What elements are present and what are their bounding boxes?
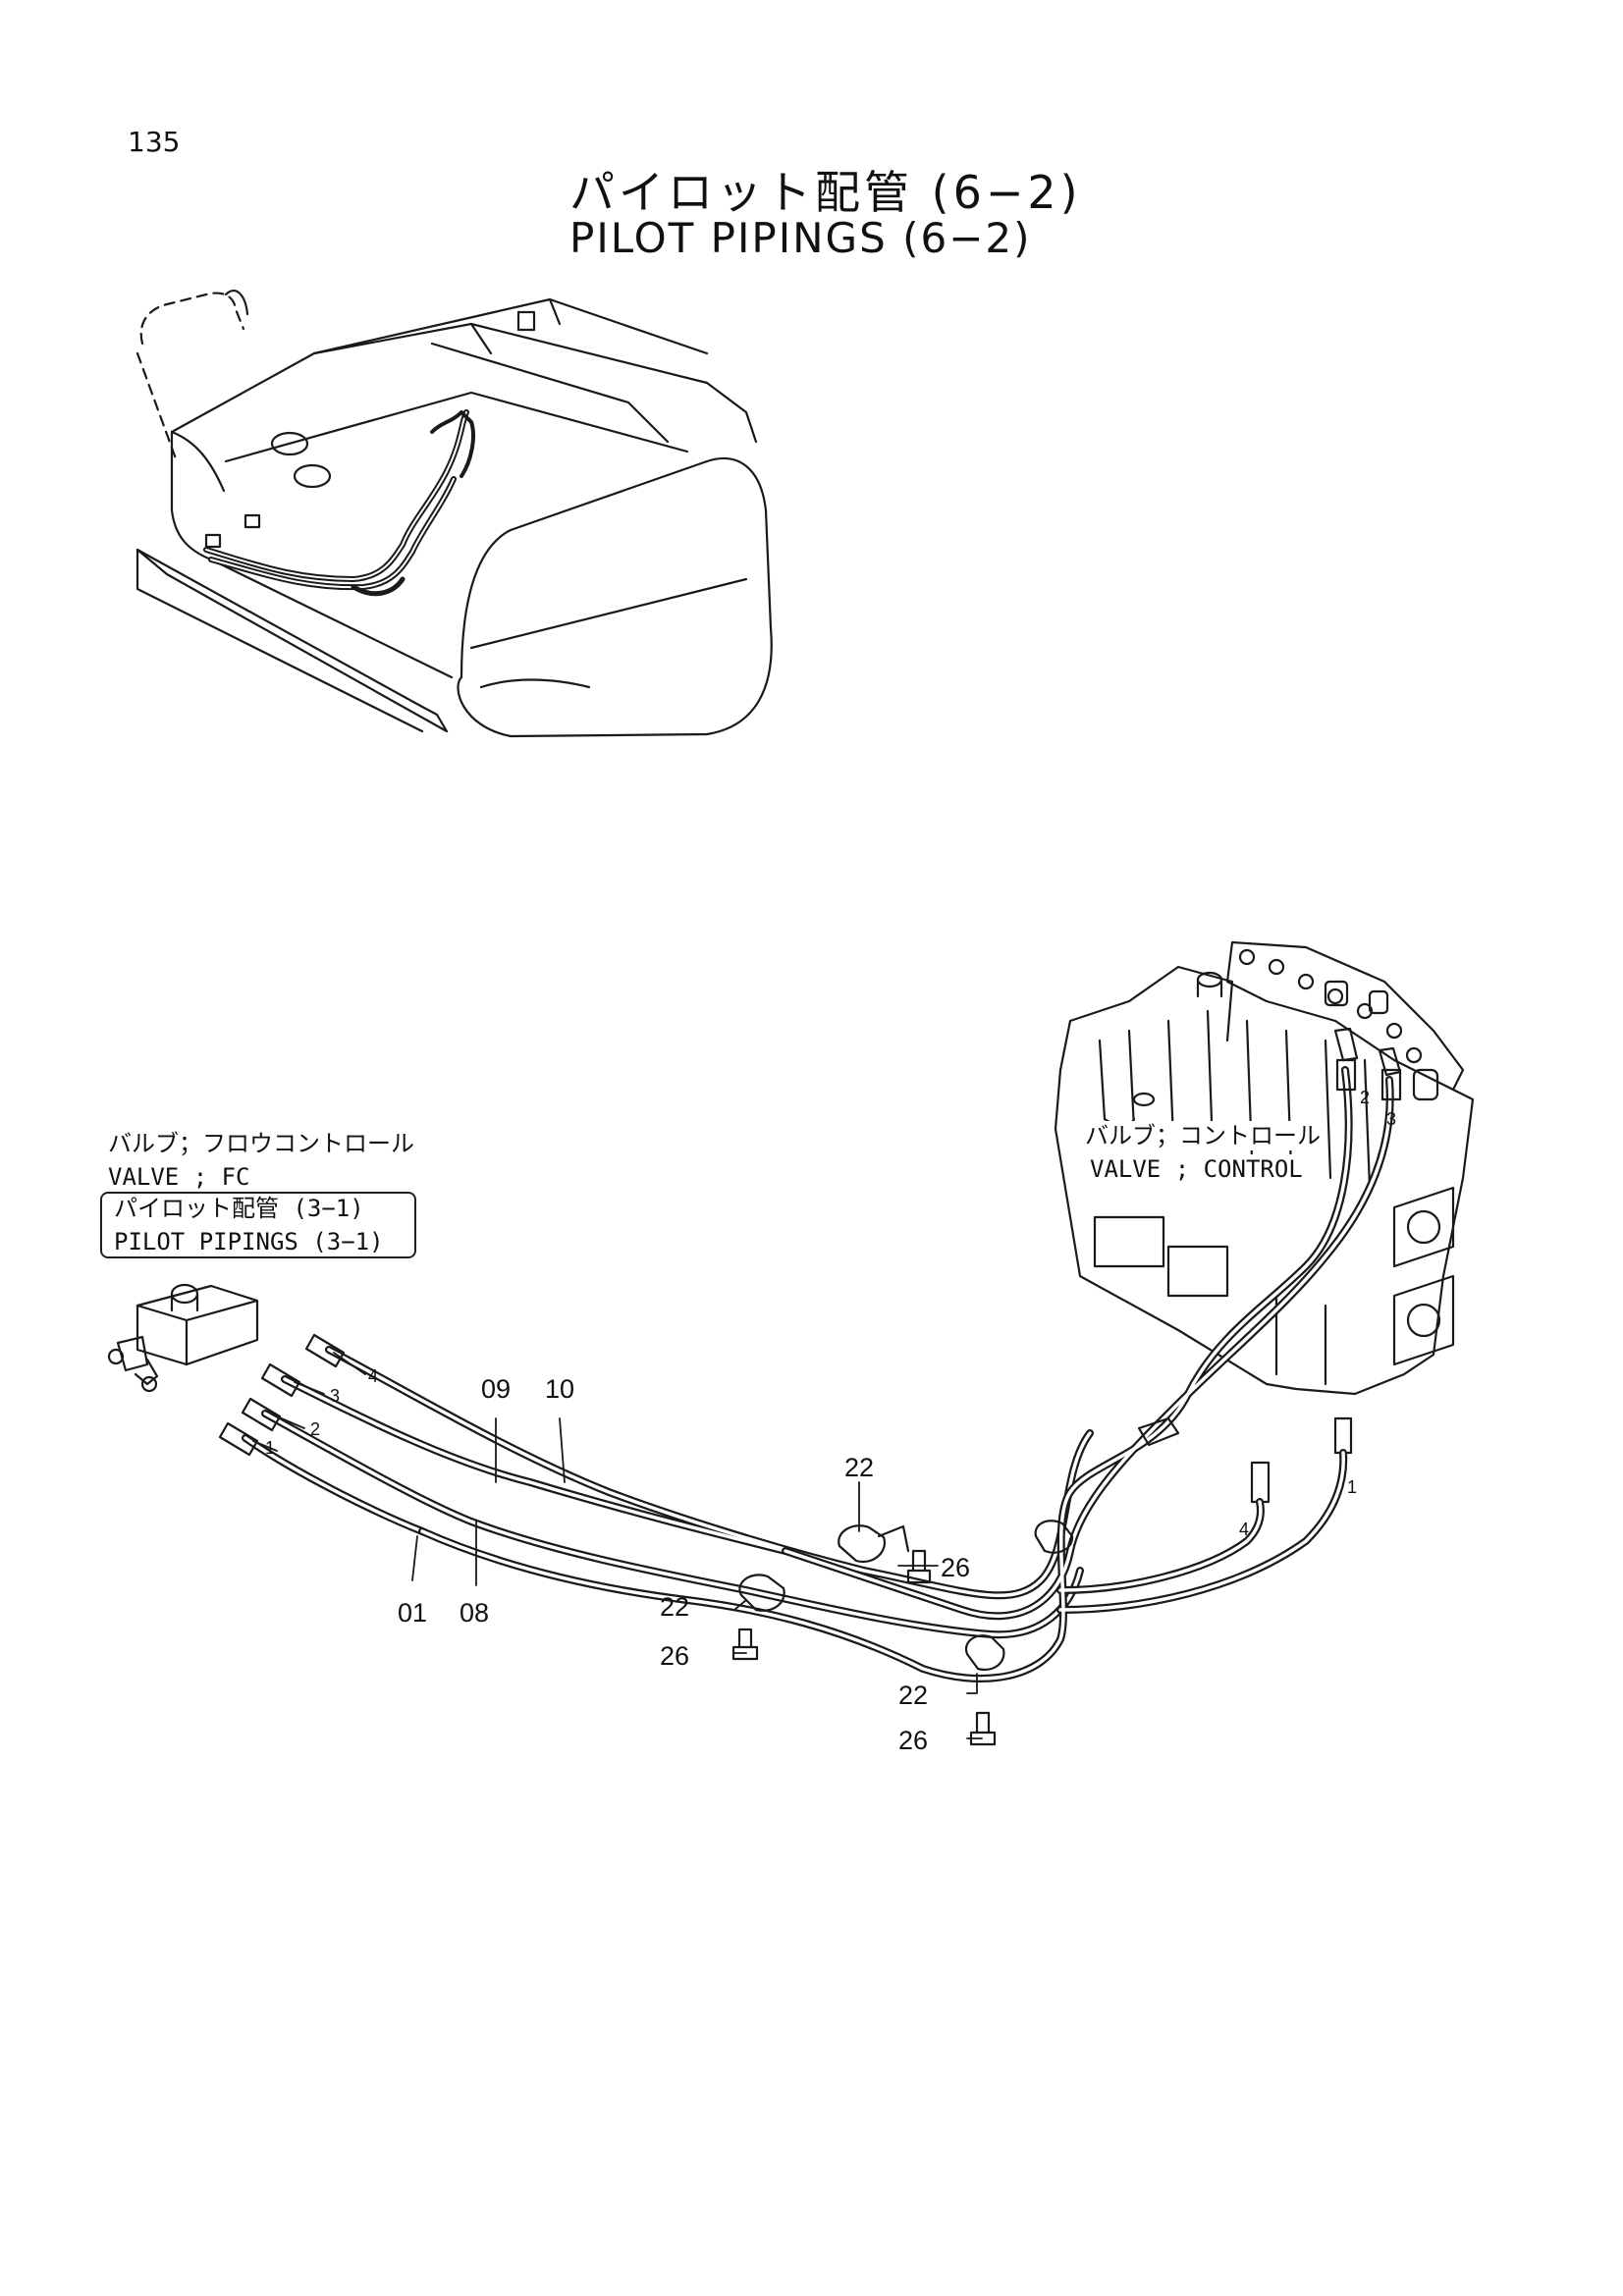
reference-bracket (100, 1192, 416, 1258)
page-number: 135 (128, 126, 181, 158)
pipe-number-4-right: 4 (1239, 1520, 1250, 1539)
callout-22-top: 22 (844, 1453, 875, 1482)
valve-fc-label-en: VALVE ; FC (108, 1163, 250, 1191)
valve-fc-label-jp: バルブ；フロウコントロール (108, 1130, 414, 1157)
callout-26-middle: 26 (660, 1641, 690, 1671)
pilot-hoses (218, 1058, 1402, 1682)
pipe-number-3-left: 3 (330, 1386, 341, 1406)
callout-10: 10 (545, 1374, 575, 1404)
machine-overview-drawing (135, 290, 773, 738)
title-english: PILOT PIPINGS (6−2) (569, 214, 1032, 262)
callout-22-bottom: 22 (898, 1681, 929, 1710)
reference-label-jp: パイロット配管 (3−1) (114, 1195, 364, 1222)
pipe-number-2-right: 2 (1360, 1088, 1371, 1107)
callout-26-top: 26 (941, 1553, 971, 1582)
leader-lines (252, 1352, 983, 1739)
clamps-and-bolts (731, 1416, 1180, 1746)
valve-control-label-en: VALVE ; CONTROL (1090, 1154, 1303, 1184)
title-japanese: パイロット配管 (6−2) (569, 166, 1082, 219)
pipe-number-2-left: 2 (310, 1419, 321, 1439)
callout-26-bottom: 26 (898, 1726, 929, 1755)
pipe-number-3-right: 3 (1386, 1109, 1397, 1129)
reference-label-en: PILOT PIPINGS (3−1) (114, 1228, 384, 1255)
callout-09: 09 (481, 1374, 512, 1404)
callout-08: 08 (460, 1598, 490, 1628)
callout-22-middle: 22 (660, 1592, 690, 1622)
valve-control-label-jp: バルブ；コントロール (1085, 1121, 1321, 1150)
valve-control-drawing (1054, 940, 1475, 1504)
pipe-number-4-left: 4 (368, 1366, 379, 1386)
callout-01: 01 (398, 1598, 428, 1628)
valve-fc-drawing (107, 1283, 259, 1393)
pipe-number-1-left: 1 (265, 1438, 276, 1458)
pipe-number-1-right: 1 (1347, 1477, 1358, 1497)
